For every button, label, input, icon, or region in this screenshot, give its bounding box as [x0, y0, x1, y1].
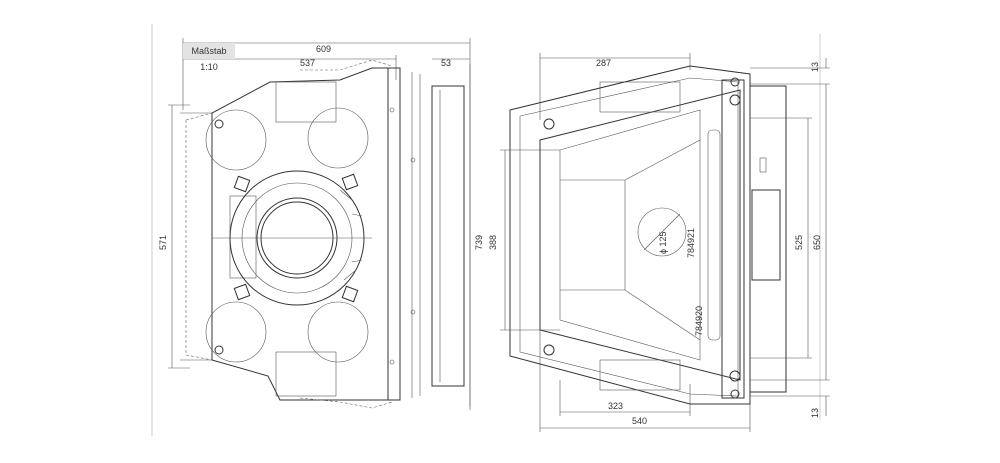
- dim-left-height-side: 388: [488, 235, 498, 250]
- dim-left-height: 571: [158, 235, 168, 250]
- dim-bottom-width: 323: [608, 401, 623, 411]
- part-number-bottom: 784920: [694, 306, 704, 336]
- side-view: [500, 53, 830, 432]
- part-number-top: 784921: [686, 228, 696, 258]
- dim-right-height: 739: [474, 235, 484, 250]
- dim-top-width: 287: [596, 58, 611, 68]
- dim-body-width: 537: [300, 58, 315, 68]
- diameter-label: ϕ 125: [658, 231, 668, 254]
- dim-inner-height: 525: [794, 235, 804, 250]
- dim-base-width: 540: [632, 416, 647, 426]
- dim-frame-depth: 53: [441, 58, 451, 68]
- dim-bottom-offset: 13: [810, 408, 820, 418]
- scale-label: Maßstab 1:10: [183, 43, 235, 72]
- dim-outer-height: 650: [812, 235, 822, 250]
- dim-total-width: 609: [316, 44, 331, 54]
- dim-top-offset: 13: [810, 62, 820, 72]
- front-view: [168, 38, 471, 410]
